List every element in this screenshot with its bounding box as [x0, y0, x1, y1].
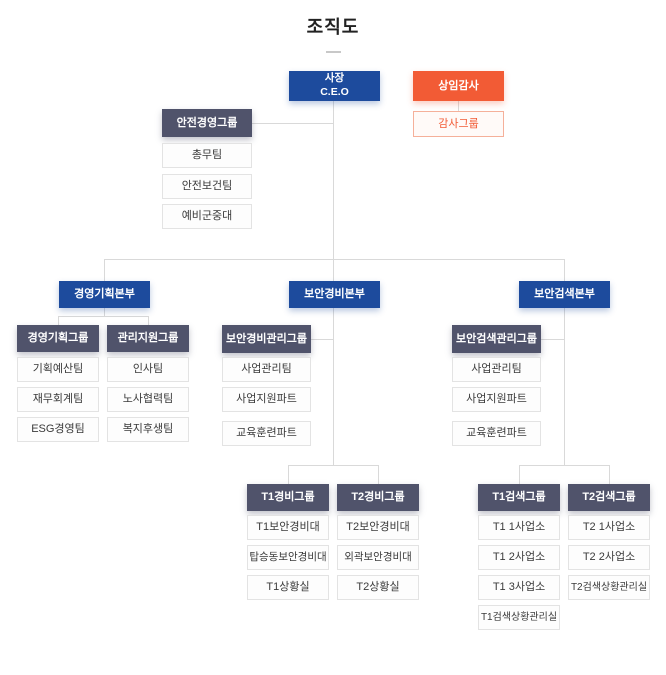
safety-group-node: 안전경영그룹	[162, 109, 252, 137]
connector-div2-t1-stub	[288, 465, 289, 484]
division-planning: 경영기획본부	[59, 281, 150, 308]
auditor-node: 상임감사	[413, 71, 504, 101]
team-node: T2검색상황관리실	[568, 575, 650, 600]
connector-division1-stub	[104, 259, 105, 281]
team-node: 사업관리팀	[222, 357, 311, 382]
connector-div2-down	[333, 308, 334, 465]
connector-safety-horizontal	[252, 123, 334, 124]
group-security-mgmt: 보안경비관리그룹	[222, 325, 311, 353]
team-node: T2 2사업소	[568, 545, 650, 570]
team-node: 인사팀	[107, 357, 189, 382]
group-admin-support: 관리지원그룹	[107, 325, 189, 352]
group-t1-guard: T1경비그룹	[247, 484, 329, 511]
safety-team: 안전보건팀	[162, 174, 252, 199]
ceo-subtitle: C.E.O	[320, 86, 349, 98]
division-security: 보안경비본부	[289, 281, 380, 308]
team-node: 외곽보안경비대	[337, 545, 419, 570]
team-node: 사업관리팀	[452, 357, 541, 382]
connector-division2-stub	[333, 259, 334, 281]
connector-div3-mgmt-stub	[541, 339, 565, 340]
connector-div1-left-stub	[58, 316, 59, 325]
team-node: T1보안경비대	[247, 515, 329, 540]
team-node: T1 3사업소	[478, 575, 560, 600]
safety-team: 총무팀	[162, 143, 252, 168]
team-node: T2보안경비대	[337, 515, 419, 540]
connector-div2-split	[288, 465, 379, 466]
connector-div3-split	[519, 465, 610, 466]
division-screening: 보안검색본부	[519, 281, 610, 308]
safety-team: 예비군중대	[162, 204, 252, 229]
ceo-node: 사장 C.E.O	[289, 71, 380, 101]
team-node: T1검색상황관리실	[478, 605, 560, 630]
connector-div2-mgmt-stub	[311, 339, 334, 340]
team-node: 기획예산팀	[17, 357, 99, 382]
group-t2-screening: T2검색그룹	[568, 484, 650, 511]
team-node: 교육훈련파트	[452, 421, 541, 446]
title-divider	[326, 51, 341, 53]
team-node: 재무회계팀	[17, 387, 99, 412]
connector-div1-split	[58, 316, 149, 317]
connector-division3-stub	[564, 259, 565, 281]
team-node: 사업지원파트	[452, 387, 541, 412]
team-node: T1상황실	[247, 575, 329, 600]
team-node: 복지후생팀	[107, 417, 189, 442]
team-node: ESG경영팀	[17, 417, 99, 442]
group-planning: 경영기획그룹	[17, 325, 99, 352]
audit-group-node: 감사그룹	[413, 111, 504, 137]
team-node: 노사협력팀	[107, 387, 189, 412]
connector-div3-t1-stub	[519, 465, 520, 484]
team-node: 사업지원파트	[222, 387, 311, 412]
team-node: T2상황실	[337, 575, 419, 600]
group-t2-guard: T2경비그룹	[337, 484, 419, 511]
connector-div2-t2-stub	[378, 465, 379, 484]
team-node: T1 2사업소	[478, 545, 560, 570]
connector-div1-right-stub	[148, 316, 149, 325]
team-node: T2 1사업소	[568, 515, 650, 540]
group-screening-mgmt: 보안검색관리그룹	[452, 325, 541, 353]
group-t1-screening: T1검색그룹	[478, 484, 560, 511]
team-node: 교육훈련파트	[222, 421, 311, 446]
connector-ceo-vertical	[333, 101, 334, 259]
connector-div1-down	[104, 308, 105, 316]
connector-div3-down	[564, 308, 565, 465]
team-node: T1 1사업소	[478, 515, 560, 540]
ceo-title: 사장	[324, 72, 345, 85]
connector-auditor-stub	[458, 101, 459, 111]
connector-div3-t2-stub	[609, 465, 610, 484]
team-node: 탑승동보안경비대	[247, 545, 329, 570]
connector-divisions-horizontal	[104, 259, 565, 260]
page-title: 조직도	[306, 17, 360, 37]
